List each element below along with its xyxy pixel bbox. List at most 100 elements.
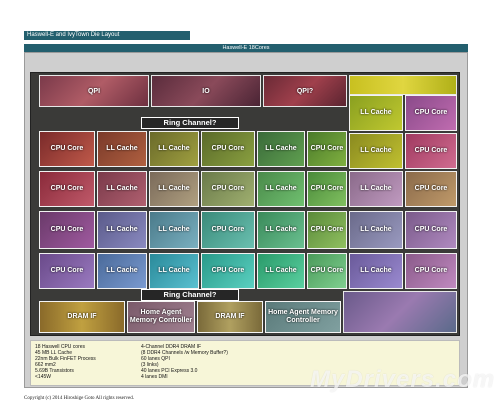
tile-label: LL Cache (265, 226, 297, 233)
tile-label: LL Cache (158, 145, 190, 152)
cpu-core-tile: CPU Core (307, 253, 347, 289)
tile-label: LL Cache (360, 267, 392, 274)
cpu-core-tile: CPU Core (405, 171, 457, 207)
ll-cache-tile: LL Cache (257, 253, 305, 289)
tile-label: CPU Core (414, 267, 448, 274)
tile-label: CPU Core (414, 147, 448, 154)
ll-cache-tile: LL Cache (149, 211, 199, 249)
ll-cache-tile: LL Cache (149, 253, 199, 289)
tile-label: CPU Core (211, 145, 245, 152)
cpu-core-tile: CPU Core (307, 131, 347, 167)
tile-label: CPU Core (50, 145, 84, 152)
dram-if-block: DRAM IF (197, 301, 263, 333)
home-agent-label: Home Agent Memory Controller (268, 309, 338, 324)
ll-cache-tile: LL Cache (149, 171, 199, 207)
tile-label: LL Cache (106, 145, 138, 152)
tile-label: LL Cache (106, 226, 138, 233)
tile-label: LL Cache (265, 267, 297, 274)
spec-column-left: 18 Haswell CPU cores 45 MB LL Cache 22nm… (35, 344, 96, 380)
spec-line: 5.69B Transistors (35, 368, 74, 374)
spec-line: 4-Channel DDR4 DRAM IF (141, 344, 202, 350)
tile-label: LL Cache (265, 185, 297, 192)
tile-label: LL Cache (158, 185, 190, 192)
tile-label: CPU Core (414, 226, 448, 233)
tile-label: LL Cache (360, 226, 392, 233)
yellow-block-top (349, 75, 457, 95)
document-banner: Haswell-E and IvyTown Die Layout (24, 31, 190, 40)
ll-cache-tile: LL Cache (349, 253, 403, 289)
cpu-core-tile: CPU Core (201, 171, 255, 207)
home-agent-block: Home Agent Memory Controller (265, 301, 341, 333)
spec-column-right: 4-Channel DDR4 DRAM IF (8 DDR4 Channels … (141, 344, 228, 380)
tile-label: CPU Core (50, 226, 84, 233)
ll-cache-tile: LL Cache (97, 131, 147, 167)
tile-label: LL Cache (360, 109, 392, 116)
cpu-core-tile: CPU Core (307, 171, 347, 207)
ll-cache-tile: LL Cache (349, 95, 403, 131)
spec-line: <145W (35, 374, 51, 380)
tile-label: CPU Core (310, 185, 344, 192)
tile-label: LL Cache (360, 185, 392, 192)
cpu-core-tile: CPU Core (39, 131, 95, 167)
die-title: Haswell-E 18Cores (24, 44, 468, 52)
spec-line: 45 MB LL Cache (35, 350, 73, 356)
tile-label: CPU Core (310, 267, 344, 274)
home-agent-label: Home Agent Memory Controller (129, 309, 193, 324)
io-block: IO (151, 75, 261, 107)
spec-line: 60 lanes QPI (141, 356, 170, 362)
tile-label: LL Cache (360, 147, 392, 154)
cpu-core-tile: CPU Core (405, 253, 457, 289)
cpu-core-tile: CPU Core (39, 211, 95, 249)
ll-cache-tile: LL Cache (349, 133, 403, 169)
spec-line: 4 lanes DMI (141, 374, 168, 380)
cpu-core-tile: CPU Core (39, 171, 95, 207)
spec-panel: 18 Haswell CPU cores 45 MB LL Cache 22nm… (30, 340, 460, 386)
die-map: QPI IO QPI? Ring Channel? LL Cache CPU C… (30, 72, 460, 336)
ring-channel-top: Ring Channel? (141, 117, 239, 129)
tile-label: CPU Core (310, 226, 344, 233)
cpu-core-tile: CPU Core (405, 133, 457, 169)
spec-line: 18 Haswell CPU cores (35, 344, 86, 350)
tile-label: CPU Core (414, 185, 448, 192)
cpu-core-tile: CPU Core (405, 95, 457, 131)
ring-channel-bottom: Ring Channel? (141, 289, 239, 301)
misc-uncore-block (343, 291, 457, 333)
ll-cache-tile: LL Cache (97, 211, 147, 249)
ll-cache-tile: LL Cache (257, 171, 305, 207)
tile-label: LL Cache (265, 145, 297, 152)
dram-if-label: DRAM IF (215, 313, 245, 320)
home-agent-block: Home Agent Memory Controller (127, 301, 195, 333)
io-label: IO (202, 88, 210, 95)
watermark-text: MyDrivers.com (310, 366, 496, 393)
dram-if-block: DRAM IF (39, 301, 125, 333)
tile-label: CPU Core (211, 267, 245, 274)
tile-label: LL Cache (106, 267, 138, 274)
ll-cache-tile: LL Cache (257, 211, 305, 249)
spec-line: 22nm Bulk FinFET Process (35, 356, 96, 362)
tile-label: LL Cache (158, 267, 190, 274)
cpu-core-tile: CPU Core (307, 211, 347, 249)
spec-line: (3 links) (141, 362, 159, 368)
cpu-core-tile: CPU Core (201, 211, 255, 249)
spec-line: 662 mm2 (35, 362, 56, 368)
cpu-core-tile: CPU Core (405, 211, 457, 249)
spec-line: 40 lanes PCI Express 3.0 (141, 368, 198, 374)
qpi-2-label: QPI? (296, 88, 314, 95)
ll-cache-tile: LL Cache (257, 131, 305, 167)
ll-cache-tile: LL Cache (97, 253, 147, 289)
tile-label: LL Cache (158, 226, 190, 233)
ll-cache-tile: LL Cache (149, 131, 199, 167)
cpu-core-tile: CPU Core (39, 253, 95, 289)
tile-label: CPU Core (50, 267, 84, 274)
tile-label: CPU Core (211, 185, 245, 192)
ll-cache-tile: LL Cache (349, 171, 403, 207)
cpu-core-tile: CPU Core (201, 131, 255, 167)
tile-label: CPU Core (50, 185, 84, 192)
copyright-text: Copyright (c) 2014 Hiroshige Goto All ri… (24, 396, 134, 401)
tile-label: LL Cache (106, 185, 138, 192)
tile-label: CPU Core (211, 226, 245, 233)
cpu-core-tile: CPU Core (201, 253, 255, 289)
qpi-2-block: QPI? (263, 75, 347, 107)
qpi-label: QPI (87, 88, 101, 95)
qpi-block: QPI (39, 75, 149, 107)
